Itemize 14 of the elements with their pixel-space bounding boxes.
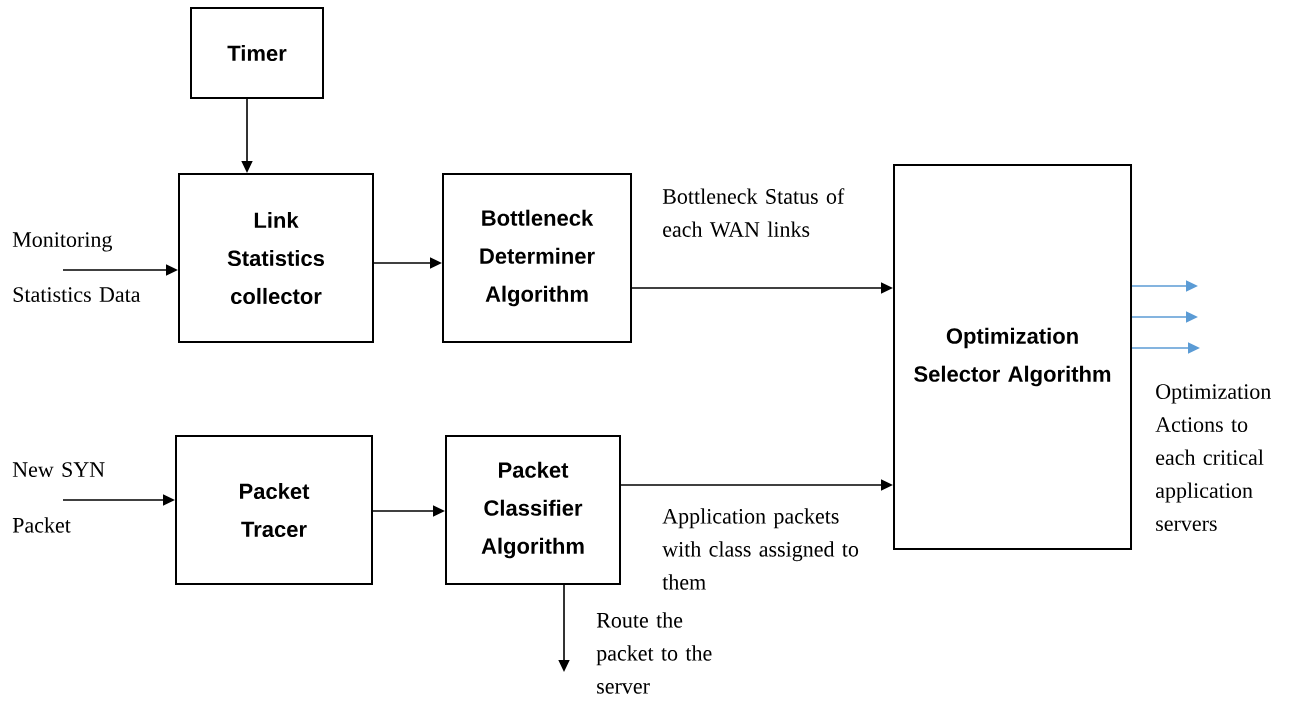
label: Statistics Data bbox=[13, 287, 141, 302]
process-box: Packet Classifier Algorithm bbox=[445, 435, 621, 585]
process-box: Packet Tracer bbox=[175, 435, 373, 585]
label: Optimization Actions to each critical application servers bbox=[1155, 384, 1271, 531]
edge-label: Application packets with class assigned to them bbox=[662, 508, 859, 590]
edge-label: Bottleneck Status of each WAN links bbox=[662, 188, 845, 237]
process-box: Timer bbox=[190, 7, 324, 99]
process-box: Bottleneck Determiner Algorithm bbox=[442, 173, 632, 343]
label: New SYN bbox=[12, 462, 105, 477]
process-box: Optimization Selector Algorithm bbox=[893, 164, 1132, 550]
label: Monitoring bbox=[12, 232, 112, 252]
process-box: Link Statistics collector bbox=[178, 173, 374, 343]
edge-label: Route the packet to the server bbox=[596, 612, 712, 694]
label: Packet bbox=[12, 517, 71, 533]
